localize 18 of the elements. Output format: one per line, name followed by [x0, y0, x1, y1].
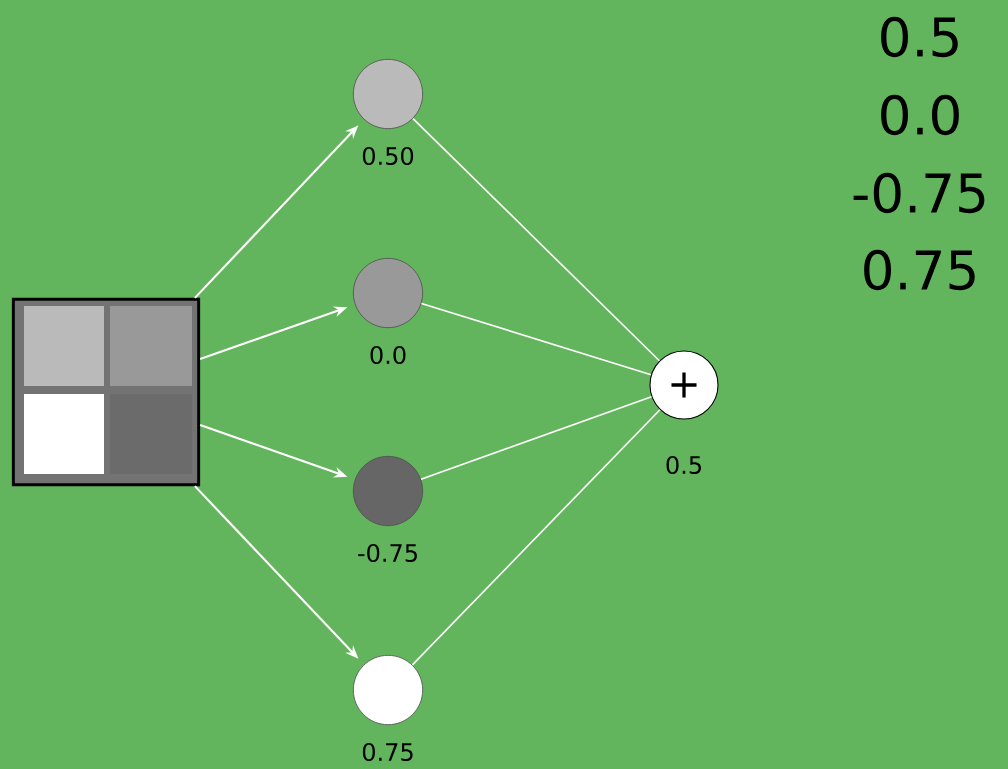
- connector-line: [420, 302, 652, 376]
- value-label: -0.75: [358, 543, 417, 563]
- pixel-grid-drawing: [11, 297, 201, 487]
- circle: [352, 257, 424, 329]
- value-label: 0.75: [362, 742, 413, 762]
- value-label: 0.5: [666, 455, 701, 475]
- value-label: 0.0: [370, 345, 406, 365]
- circle: [352, 455, 424, 527]
- connector-line: [412, 117, 661, 362]
- circle: [352, 654, 424, 726]
- value-label: -0.75: [853, 172, 985, 214]
- value-label: 0.75: [864, 249, 975, 291]
- value-label: 0.50: [362, 146, 414, 166]
- value-label: 0.0: [881, 94, 959, 136]
- value-label: 0.5: [881, 16, 958, 58]
- connector-line: [411, 409, 661, 666]
- connector-line: [420, 395, 653, 480]
- circle: [352, 58, 424, 130]
